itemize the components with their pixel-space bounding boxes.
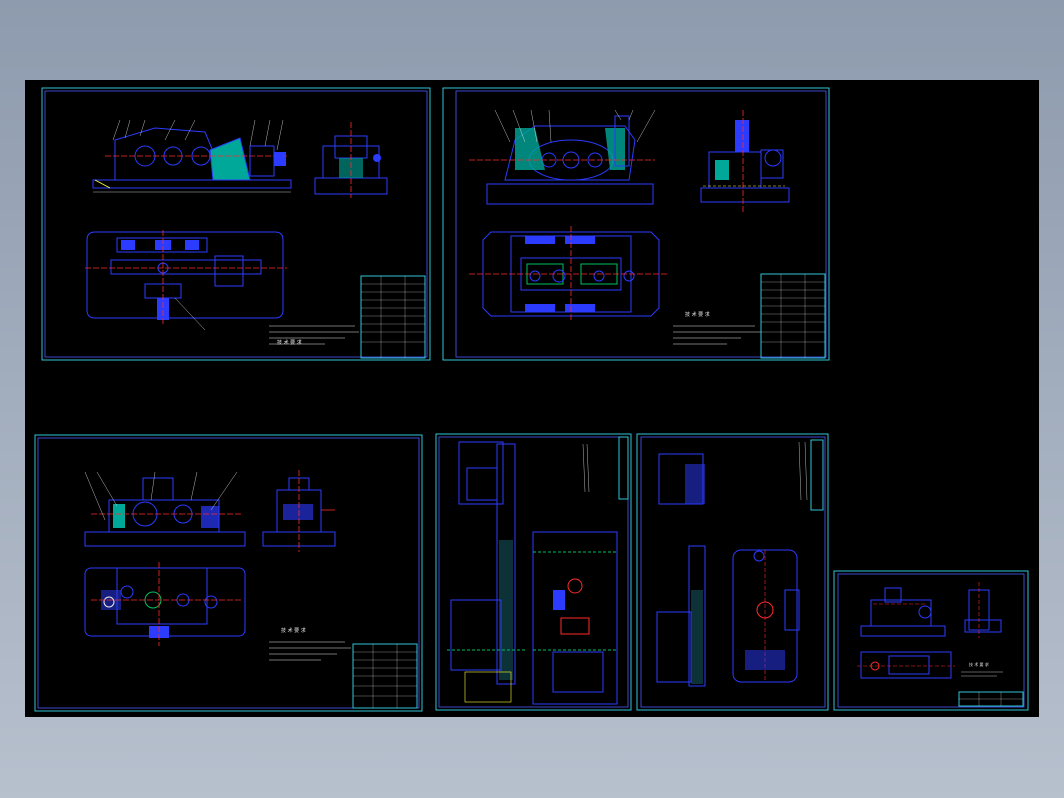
sheet-2-notes-title: 技 术 要 求 <box>685 311 710 318</box>
sheet-5-title-block <box>798 439 824 511</box>
sheet-2-title-block <box>760 273 826 359</box>
sheet-3-notes-title: 技 术 要 求 <box>281 627 306 634</box>
sheet-1[interactable]: 技 术 要 求 <box>41 87 431 361</box>
sheet-1-title-block <box>360 275 426 359</box>
sheet-5-detail-views <box>656 453 800 687</box>
sheet-3-title-block <box>352 643 418 709</box>
sheet-6-front-view <box>860 587 946 637</box>
sheet-2[interactable]: 技 术 要 求 <box>442 87 830 361</box>
sheet-3-top-view <box>84 562 246 646</box>
sheet-2-side-view <box>700 110 790 214</box>
sheet-6[interactable]: 技 术 要 求 <box>833 570 1029 711</box>
sheet-4-detail-views <box>447 441 618 705</box>
sheet-3-side-view <box>262 470 336 552</box>
sheet-5[interactable] <box>636 433 829 711</box>
sheet-6-top-view <box>857 651 955 679</box>
sheet-3-front-view <box>84 471 246 547</box>
sheet-6-notes-title: 技 术 要 求 <box>969 661 989 667</box>
sheet-2-top-view <box>469 226 669 320</box>
sheet-6-title-block <box>958 691 1024 707</box>
sheet-2-front-view <box>469 109 656 205</box>
sheet-4[interactable] <box>435 433 632 711</box>
sheet-2-technical-notes: 技 术 要 求 <box>673 311 761 345</box>
sheet-1-side-view <box>314 122 388 198</box>
sheet-1-technical-notes: 技 术 要 求 <box>269 325 359 346</box>
sheet-3[interactable]: 技 术 要 求 <box>34 434 423 712</box>
sheet-6-side-view <box>964 582 1002 638</box>
sheet-6-technical-notes: 技 术 要 求 <box>961 661 1003 677</box>
cad-viewport[interactable]: 技 术 要 求 <box>25 80 1039 717</box>
sheet-1-front-view <box>92 119 292 193</box>
sheet-3-technical-notes: 技 术 要 求 <box>269 627 351 661</box>
sheet-1-top-view <box>85 230 287 331</box>
sheet-1-notes-title: 技 术 要 求 <box>277 339 302 346</box>
sheet-4-title-block <box>582 436 629 500</box>
